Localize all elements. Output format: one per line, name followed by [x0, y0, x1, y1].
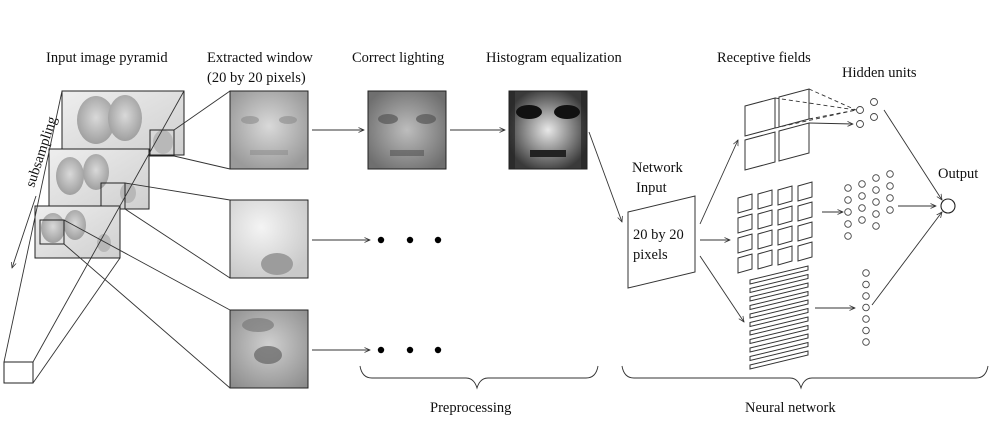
- receptive-field-cell: [777, 225, 793, 246]
- hidden-unit: [862, 338, 870, 346]
- corrected-lighting-image: [367, 90, 447, 170]
- receptive-field-stripe: [749, 333, 809, 353]
- hidden-unit: [872, 186, 880, 194]
- hidden-unit: [886, 194, 894, 202]
- subsampling-arrow: [12, 195, 37, 268]
- receptive-field-stripe: [749, 290, 809, 311]
- correct-lighting-label: Correct lighting: [352, 50, 444, 66]
- receptive-fields-quadrants: [744, 88, 857, 171]
- receptive-field-stripe: [749, 307, 809, 328]
- receptive-field-cell: [777, 185, 793, 206]
- ellipsis-row-3: [377, 346, 442, 354]
- hidden-units-bottom: [862, 269, 870, 346]
- histogram-equalized-image: [508, 90, 588, 170]
- receptive-field-cell: [737, 233, 753, 254]
- arrow-histogram-to-input: [588, 131, 622, 222]
- hidden-unit: [858, 180, 866, 188]
- input-size-label-1: 20 by 20: [633, 227, 684, 243]
- hidden-unit: [858, 192, 866, 200]
- extracted-windows: [229, 90, 309, 389]
- receptive-fields-stripes: [749, 265, 809, 370]
- network-input-label-1: Network: [632, 160, 683, 176]
- receptive-field-stripe: [749, 273, 809, 294]
- receptive-field-cell: [757, 229, 773, 250]
- preprocessing-label: Preprocessing: [430, 400, 511, 416]
- receptive-fields-grid: [737, 181, 813, 274]
- hidden-units-label: Hidden units: [842, 65, 917, 81]
- receptive-field-cell: [777, 205, 793, 226]
- hidden-unit: [862, 280, 870, 289]
- hidden-unit: [844, 196, 852, 204]
- network-input-box: [627, 195, 696, 289]
- hidden-unit: [858, 204, 866, 212]
- input-size-label-2: pixels: [633, 247, 668, 263]
- output-unit: [940, 198, 956, 214]
- receptive-field-cell: [797, 221, 813, 242]
- receptive-field-cell: [797, 181, 813, 202]
- hidden-unit: [862, 303, 870, 312]
- preprocessing-brace: [359, 365, 599, 390]
- neural-network-label: Neural network: [745, 400, 836, 416]
- hidden-unit: [844, 184, 852, 192]
- receptive-field-stripe: [749, 324, 809, 345]
- receptive-field-stripe: [749, 350, 809, 370]
- receptive-field-stripe: [749, 299, 809, 319]
- receptive-fields-label: Receptive fields: [717, 50, 811, 66]
- receptive-field-stripe: [749, 316, 809, 336]
- window-connectors: [63, 90, 231, 389]
- hidden-unit: [862, 326, 870, 335]
- hidden-unit: [872, 222, 880, 230]
- receptive-field-cell: [777, 245, 793, 266]
- receptive-field-stripe: [749, 341, 809, 362]
- receptive-field-stripe: [749, 265, 809, 285]
- hidden-unit: [862, 269, 870, 277]
- receptive-field-cell: [757, 189, 773, 210]
- hidden-unit: [872, 174, 880, 182]
- hidden-unit: [862, 292, 870, 300]
- hidden-unit: [858, 216, 866, 224]
- receptive-field-cell: [737, 213, 753, 234]
- receptive-field-cell: [797, 241, 813, 262]
- output-label: Output: [938, 166, 978, 182]
- network-input-label-2: Input: [636, 180, 667, 196]
- receptive-field-cell: [757, 209, 773, 230]
- hidden-unit: [886, 170, 894, 178]
- hidden-unit: [844, 208, 852, 216]
- neural-network-brace: [621, 365, 989, 390]
- hidden-units-middle: [844, 170, 894, 240]
- receptive-field-cell: [737, 253, 753, 274]
- receptive-field-cell: [737, 193, 753, 214]
- hidden-unit: [872, 198, 880, 206]
- receptive-field-stripe: [749, 282, 809, 302]
- hidden-units-top: [856, 98, 878, 128]
- pyramid-label: Input image pyramid: [46, 50, 168, 66]
- hidden-unit: [862, 315, 870, 323]
- histogram-equalization-label: Histogram equalization: [486, 50, 622, 66]
- hidden-unit: [872, 210, 880, 218]
- extracted-window-label: Extracted window: [207, 50, 313, 66]
- extracted-window-size-label: (20 by 20 pixels): [207, 70, 306, 86]
- receptive-field-cell: [757, 249, 773, 270]
- ellipsis-row-2: [377, 236, 442, 244]
- hidden-unit: [886, 182, 894, 190]
- image-pyramid: [3, 90, 185, 384]
- hidden-unit: [844, 220, 852, 228]
- receptive-field-cell: [797, 201, 813, 222]
- hidden-unit: [844, 232, 852, 240]
- hidden-unit: [886, 206, 894, 214]
